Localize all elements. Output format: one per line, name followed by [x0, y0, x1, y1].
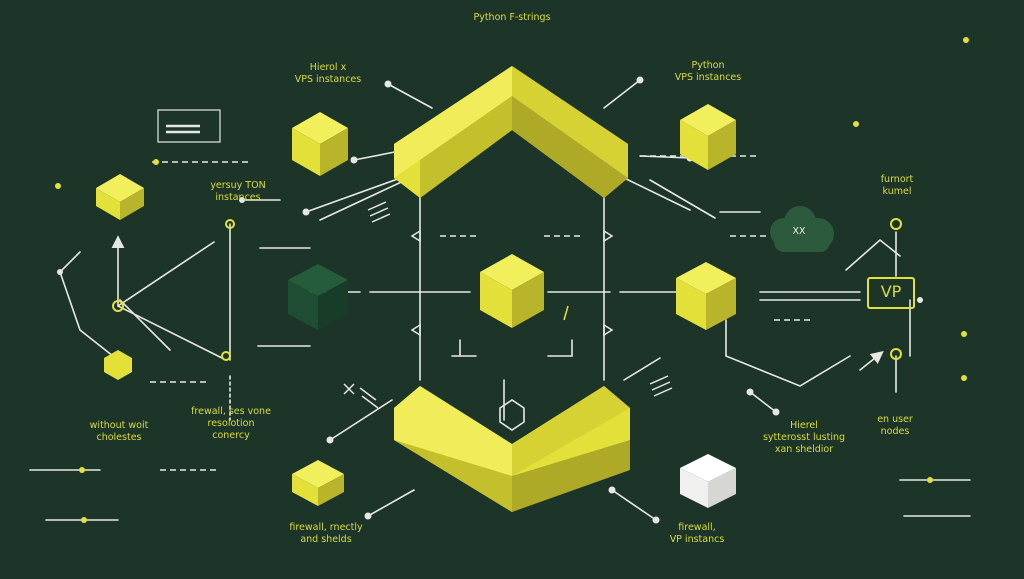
cloud-label: XX	[792, 226, 806, 237]
label-mid-left: yersuy TON instances	[210, 180, 266, 203]
bottom-chevron	[394, 386, 630, 512]
label-left-bottom: without woit cholestes	[89, 420, 149, 443]
label-right-bottom: en user nodes	[877, 414, 913, 437]
label-bottom-left: firewall, rnectly and shelds	[289, 522, 363, 545]
cube-top-left	[292, 112, 348, 176]
vp-box-label: VP	[880, 282, 902, 301]
cube-center	[480, 254, 544, 328]
triangle-marks	[343, 201, 673, 409]
connector-lines	[29, 79, 971, 521]
menu-icon	[157, 109, 221, 143]
cube-top-right	[680, 104, 736, 170]
label-right-top: furnort kumel	[880, 174, 914, 197]
vp-box	[867, 277, 915, 309]
hexagon-node	[104, 350, 525, 431]
label-top-left: Hierol x VPS instances	[294, 62, 362, 85]
label-bottom-right: firewall, VP instancs	[669, 522, 725, 545]
cloud-icon	[770, 206, 834, 252]
top-chevron	[394, 66, 628, 198]
cube-white	[680, 454, 736, 508]
label-right-mid-bottom: Hierel sytterosst lusting xan sheldior	[762, 420, 846, 455]
cube-bottom-left	[292, 460, 344, 506]
cube-dark	[288, 264, 348, 330]
diagram-title: Python F-strings	[473, 12, 551, 23]
cube-far-left	[96, 174, 144, 220]
cube-right	[676, 262, 736, 330]
label-mid-left-bottom: frewall, ses vone resolotion conercy	[191, 406, 271, 441]
accent-dots	[55, 37, 969, 523]
label-top-right: Python VPS instances	[674, 60, 742, 83]
